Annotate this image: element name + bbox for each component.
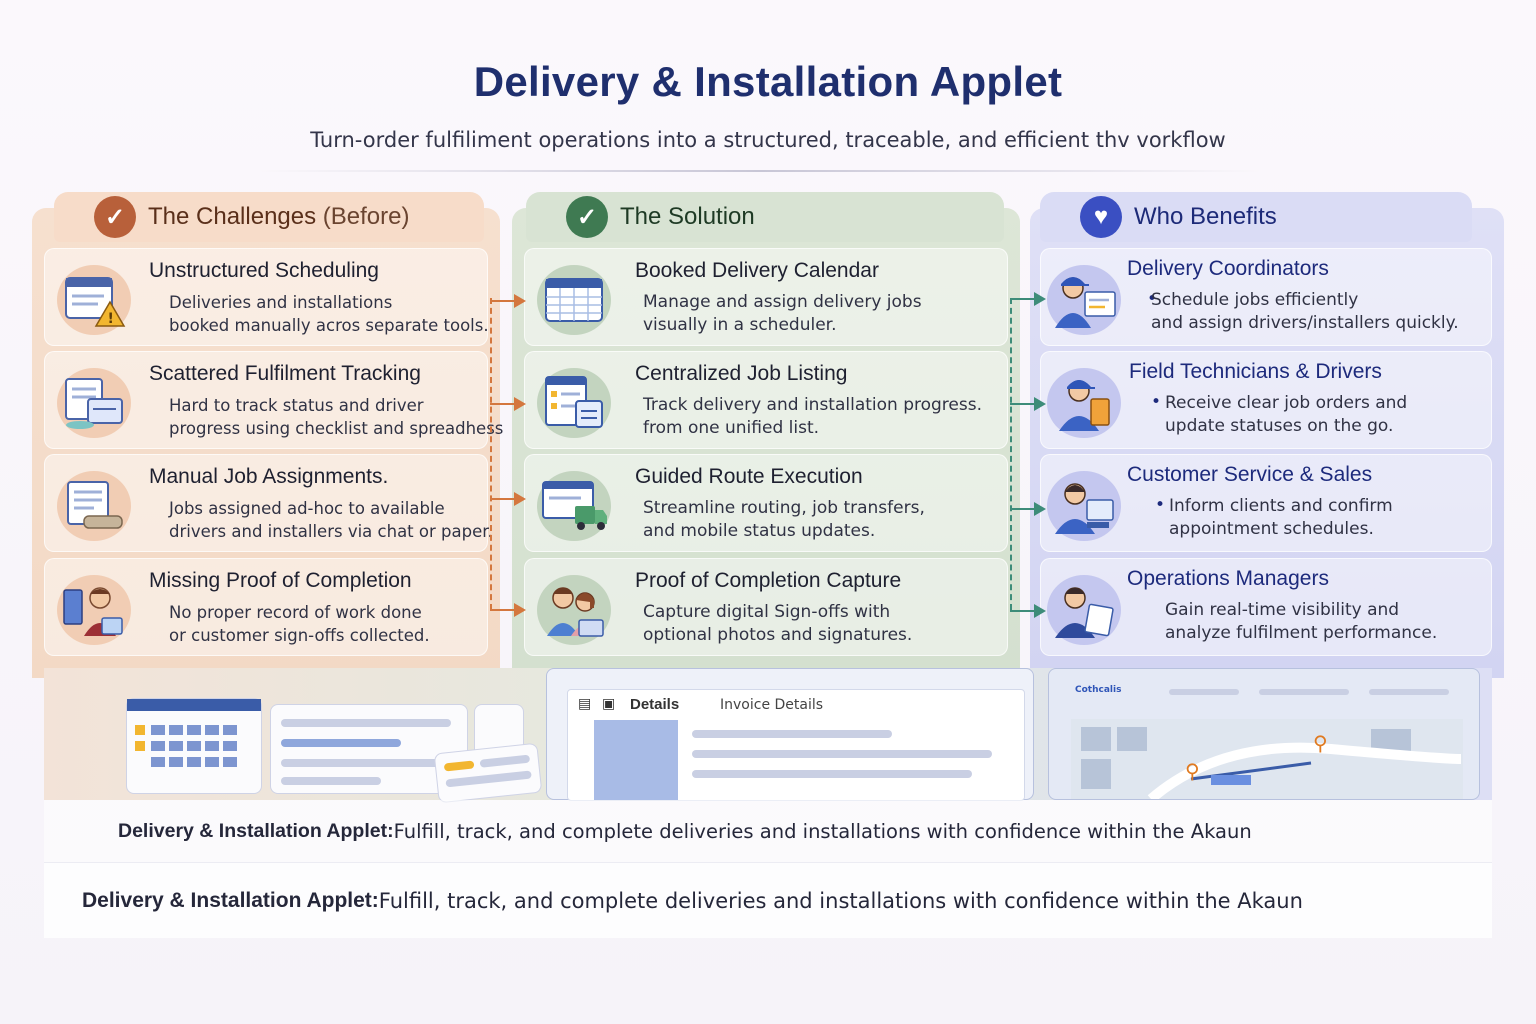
header-divider	[260, 170, 1260, 172]
check-icon: ✓	[566, 196, 608, 238]
bullet: •	[1151, 392, 1162, 412]
solution-title: Centralized Job Listing	[635, 362, 848, 385]
challenge-title: Scattered Fulfilment Tracking	[149, 362, 421, 385]
solution-title: Proof of Completion Capture	[635, 569, 902, 592]
challenge-card: Manual Job Assignments. Jobs assigned ad…	[44, 454, 493, 552]
details-mockup: ▤ ▣ Details Invoice Details	[546, 668, 1034, 801]
map-tab[interactable]: Cothcalis	[1075, 685, 1122, 695]
challenges-heading: The Challenges	[148, 203, 317, 230]
arrow-right-icon	[1010, 292, 1046, 306]
solution-heading: The Solution	[620, 203, 755, 230]
challenge-title: Unstructured Scheduling	[149, 259, 379, 282]
check-icon: ✓	[94, 196, 136, 238]
challenges-heading-suffix: (Before)	[322, 203, 410, 230]
calendar-mockup	[126, 698, 262, 794]
challenge-title: Missing Proof of Completion	[149, 569, 412, 592]
heart-check-icon: ♥	[1080, 196, 1122, 238]
solution-title: Guided Route Execution	[635, 465, 863, 488]
challenges-header: ✓ The Challenges (Before)	[54, 192, 484, 242]
details-icon: ▤	[578, 696, 592, 712]
page-title: Delivery & Installation Applet	[473, 58, 1063, 105]
solution-connector-line	[1010, 298, 1012, 610]
svg-text:!: !	[108, 311, 114, 327]
delivery-truck-icon	[537, 471, 611, 541]
solution-description: Streamline routing, job transfers,and mo…	[643, 498, 925, 541]
manager-icon	[1047, 575, 1121, 645]
customer-service-icon	[1047, 471, 1121, 541]
solution-card: Proof of Completion Capture Capture digi…	[524, 558, 1008, 656]
solution-header: ✓ The Solution	[526, 192, 1004, 242]
paper-forms-icon	[57, 471, 131, 541]
map-area	[1071, 719, 1463, 803]
benefit-card: Customer Service & Sales • Inform client…	[1040, 454, 1492, 552]
form-icon: ▣	[602, 696, 616, 712]
invoice-details-tab[interactable]: Invoice Details	[720, 697, 824, 713]
solution-card: Guided Route Execution Streamline routin…	[524, 454, 1008, 552]
arrow-right-icon	[1010, 604, 1046, 618]
sign-off-people-icon	[537, 575, 611, 645]
challenge-card: Missing Proof of Completion No proper re…	[44, 558, 488, 656]
calendar-warning-icon: !	[57, 265, 131, 335]
map-pin-icon: ⚲	[1185, 759, 1200, 783]
technician-icon	[1047, 368, 1121, 438]
solution-card: Centralized Job Listing Track delivery a…	[524, 351, 1008, 449]
tagline-band: Delivery & Installation Applet: Fulfill,…	[44, 800, 1492, 862]
map-mockup: Cothcalis ⚲ ⚲	[1048, 668, 1480, 803]
page-subtitle: Turn-order fulfiliment operations into a…	[310, 128, 1226, 152]
documents-icon	[57, 368, 131, 438]
challenge-card: ! Unstructured Scheduling Deliveries and…	[44, 248, 489, 346]
arrow-right-icon	[490, 603, 526, 617]
benefit-title: Operations Managers	[1127, 567, 1329, 590]
bullet: •	[1147, 289, 1158, 309]
benefit-card: Field Technicians & Drivers • Receive cl…	[1040, 351, 1492, 449]
worker-clipboard-icon	[57, 575, 131, 645]
calendar-icon	[537, 265, 611, 335]
list-mockup	[270, 704, 468, 794]
benefit-title: Delivery Coordinators	[1127, 257, 1329, 280]
solution-description: Track delivery and installation progress…	[643, 395, 983, 438]
solution-card: Booked Delivery Calendar Manage and assi…	[524, 248, 1008, 346]
challenge-card: Scattered Fulfilment Tracking Hard to tr…	[44, 351, 503, 449]
benefit-title: Customer Service & Sales	[1127, 463, 1373, 486]
bullet: •	[1155, 495, 1166, 515]
benefit-title: Field Technicians & Drivers	[1129, 360, 1382, 383]
arrow-right-icon	[1010, 502, 1046, 516]
arrow-right-icon	[490, 294, 526, 308]
arrow-right-icon	[1010, 397, 1046, 411]
arrow-right-icon	[490, 397, 526, 411]
challenge-connector-line	[490, 298, 492, 610]
benefit-card: Operations Managers Gain real-time visib…	[1040, 558, 1492, 656]
challenge-title: Manual Job Assignments.	[149, 465, 389, 488]
arrow-right-icon	[490, 492, 526, 506]
benefit-card: Delivery Coordinators • Schedule jobs ef…	[1040, 248, 1492, 346]
coordinator-icon	[1047, 265, 1121, 335]
map-pin-icon: ⚲	[1313, 731, 1328, 755]
job-list-icon	[537, 368, 611, 438]
benefits-header: ♥ Who Benefits	[1040, 192, 1472, 242]
details-tab[interactable]: Details	[630, 696, 680, 713]
tagline-band-secondary: Delivery & Installation Applet: Fulfill,…	[44, 862, 1492, 938]
benefits-heading: Who Benefits	[1134, 203, 1277, 230]
solution-title: Booked Delivery Calendar	[635, 259, 879, 282]
